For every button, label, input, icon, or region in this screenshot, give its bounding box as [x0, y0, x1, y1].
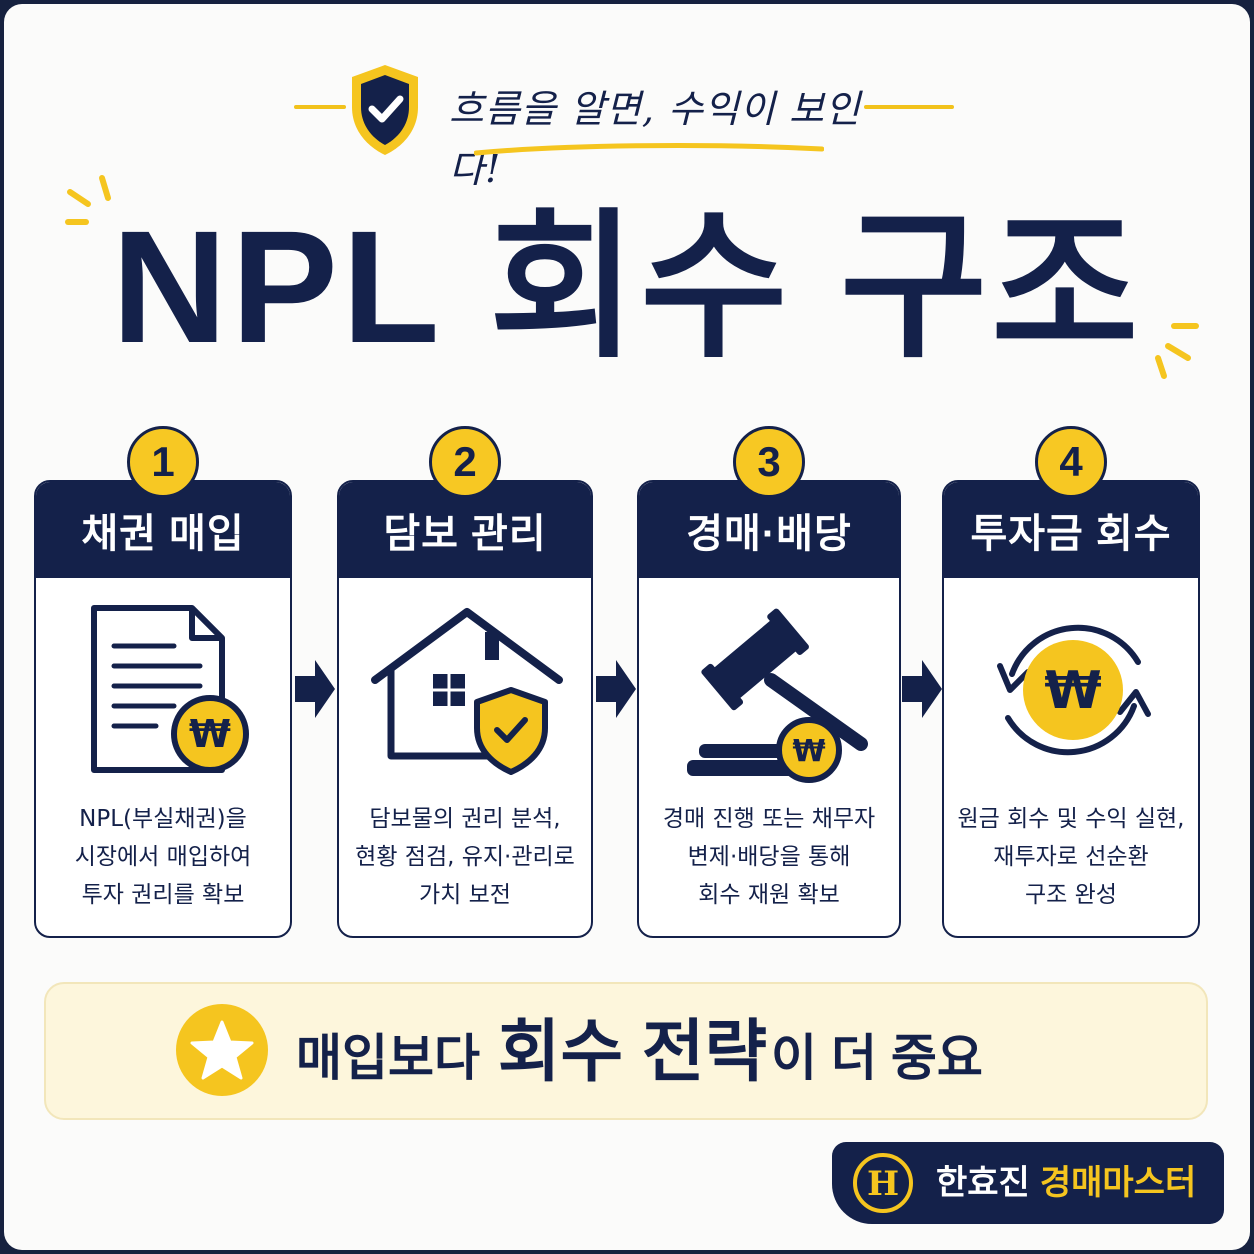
step-card-4: 4 투자금 회수 ₩ 원금 회수 및 수익 실현, 재투자로 선순환 구조 완성: [942, 426, 1200, 938]
tagline-text: 흐름을 알면, 수익이 보인다!: [449, 87, 861, 191]
won-symbol: ₩: [792, 734, 825, 769]
step-title: 채권 매입: [36, 482, 290, 578]
step-card-body: 투자금 회수 ₩ 원금 회수 및 수익 실현, 재투자로 선순환 구조 완성: [942, 480, 1200, 938]
step-card-body: 담보 관리 담보물의 권리 분석, 현황 점검, 유지·관리로 가치 보전: [337, 480, 593, 938]
desc-line: 원금 회수 및 수익 실현,: [957, 806, 1185, 832]
desc-line: 가치 보전: [419, 882, 511, 908]
step-number-badge: 2: [429, 426, 501, 498]
desc-line: 회수 재원 확보: [698, 882, 840, 908]
banner-message: 매입보다 회수 전략이 더 중요: [296, 1004, 983, 1100]
tagline-row: 흐름을 알면, 수익이 보인다!: [4, 59, 1250, 191]
brand-subtitle: 경매마스터: [1039, 1164, 1197, 1202]
step-description: NPL(부실채권)을 시장에서 매입하여 투자 권리를 확보: [44, 800, 282, 914]
tagline-rule-right: [864, 105, 954, 109]
star-icon: [176, 1004, 268, 1096]
desc-line: 담보물의 권리 분석,: [369, 806, 561, 832]
step-number-badge: 3: [733, 426, 805, 498]
tagline-rule-left: [294, 105, 346, 109]
desc-line: 투자 권리를 확보: [81, 882, 245, 908]
step-card-body: 경매·배당 ₩ 경매 진행 또는 채무자 변제·배당을 통해 회수 재원 확보: [637, 480, 901, 938]
step-card-body: 채권 매입 ₩ NPL(부실채권)을 시장에서 매입하여 투자 권리를 확보: [34, 480, 292, 938]
won-symbol: ₩: [1044, 661, 1101, 721]
desc-line: 현황 점검, 유지·관리로: [355, 844, 575, 870]
desc-line: 구조 완성: [1025, 882, 1117, 908]
step-description: 원금 회수 및 수익 실현, 재투자로 선순환 구조 완성: [952, 800, 1190, 914]
step-title: 경매·배당: [639, 482, 899, 578]
tagline-underline: [474, 143, 824, 156]
step-description: 담보물의 권리 분석, 현황 점검, 유지·관리로 가치 보전: [347, 800, 583, 914]
document-won-icon: ₩: [91, 605, 249, 773]
step-card-2: 2 담보 관리 담보물의 권리 분석, 현황 점검, 유지·관리로 가치 보전: [337, 426, 593, 938]
brand-person-name: 한효진: [936, 1164, 1030, 1202]
desc-line: 변제·배당을 통해: [687, 844, 851, 870]
page-title: NPL 회수 구조: [111, 197, 1143, 376]
step-number-badge: 1: [127, 426, 199, 498]
sparkle-right-icon: [1155, 323, 1199, 379]
won-cycle-icon: ₩: [997, 624, 1151, 756]
banner-emphasis: 회수 전략: [494, 1014, 771, 1090]
shield-check-icon: [352, 65, 418, 155]
desc-line: NPL(부실채권)을: [79, 806, 247, 832]
arrow-right-icon: [295, 660, 335, 718]
house-shield-icon: [371, 608, 563, 775]
brand-logo-letter: H: [867, 1164, 899, 1204]
desc-line: 경매 진행 또는 채무자: [662, 806, 876, 832]
infographic-canvas: 흐름을 알면, 수익이 보인다! NPL 회수 구조 1 채권 매입: [4, 4, 1250, 1250]
arrow-right-icon: [596, 660, 636, 718]
step-number-badge: 4: [1035, 426, 1107, 498]
step-title: 담보 관리: [339, 482, 591, 578]
arrow-right-icon: [902, 660, 942, 718]
banner-suffix: 이 더 중요: [771, 1030, 983, 1086]
step-card-1: 1 채권 매입 ₩ NPL(부실채권)을 시장에서 매입하여 투자 권리를 확보: [34, 426, 292, 938]
banner-emphasis-text: 회수 전략: [497, 1014, 768, 1090]
banner-prefix: 매입보다: [296, 1030, 494, 1086]
desc-line: 시장에서 매입하여: [74, 844, 252, 870]
won-symbol: ₩: [189, 712, 231, 756]
key-message-banner: 매입보다 회수 전략이 더 중요: [44, 982, 1208, 1120]
gavel-won-icon: ₩: [687, 608, 868, 783]
brand-logo-icon: H: [853, 1153, 913, 1213]
step-description: 경매 진행 또는 채무자 변제·배당을 통해 회수 재원 확보: [647, 800, 891, 914]
desc-line: 재투자로 선순환: [993, 844, 1149, 870]
step-title: 투자금 회수: [944, 482, 1198, 578]
step-card-3: 3 경매·배당 ₩ 경매 진행 또는 채무자 변제·배당을 통해 회수 재원 확…: [637, 426, 901, 938]
sparkle-left-icon: [65, 175, 111, 225]
